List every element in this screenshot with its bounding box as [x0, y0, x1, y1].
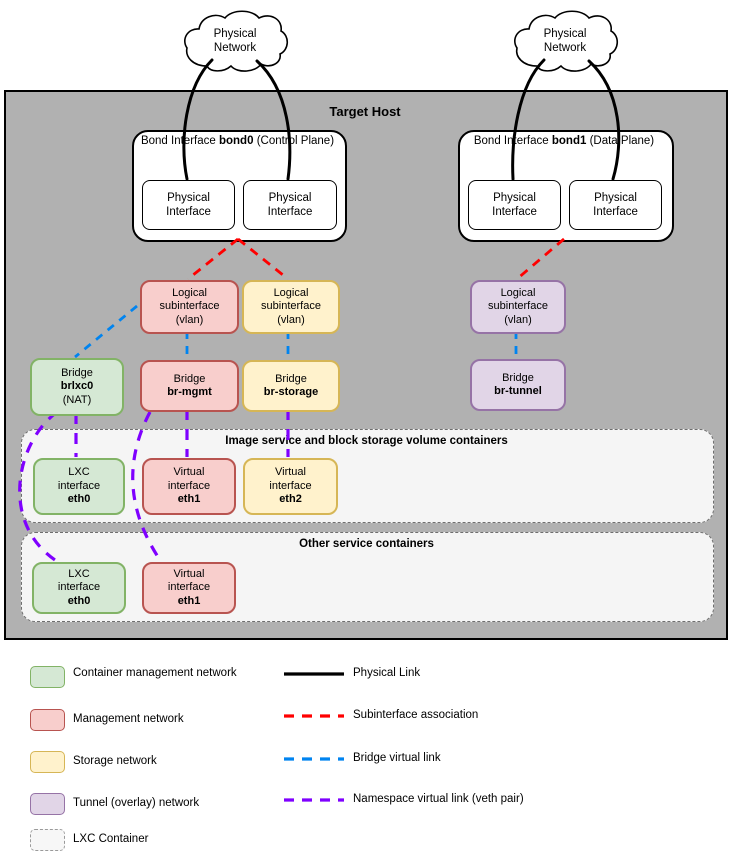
bond1-type: Bond Interface: [473, 135, 549, 147]
piface-text: Physical: [493, 191, 536, 204]
piface-text: Physical: [268, 191, 312, 204]
bond0-plane: (Control Plane): [256, 135, 335, 147]
cloud-label-right: Physical Network: [510, 27, 620, 56]
bond0-label: Bond Interface bond0 (Control Plane): [132, 134, 343, 149]
legend-label-mgmt: Management network: [73, 713, 184, 725]
subinterface-text: Logical: [500, 286, 536, 299]
bridge-br-storage: Bridge br-storage: [242, 360, 340, 412]
legend-subinterface-association-sample: [284, 714, 344, 718]
legend-swatch-lxc: [30, 829, 65, 851]
legend-swatch-mgmt: [30, 709, 65, 731]
container-other-services-title: Other service containers: [299, 538, 434, 550]
bridge-brlxc0: Bridge brlxc0 (NAT): [30, 358, 124, 416]
subinterface-storage: Logical subinterface (vlan): [242, 280, 340, 334]
legend-label-lxc: LXC Container: [73, 833, 149, 845]
image-container-eth0: LXC interface eth0: [33, 458, 125, 515]
iface-text: LXC: [68, 466, 90, 479]
bond1-plane: (Data Plane): [589, 135, 655, 147]
bridge-text: Bridge: [502, 371, 534, 384]
iface-name: eth1: [177, 594, 201, 607]
bond0-type: Bond Interface: [140, 135, 216, 147]
other-container-eth0: LXC interface eth0: [32, 562, 126, 614]
bridge-text: Bridge: [173, 372, 206, 385]
subinterface-text: subinterface: [159, 300, 220, 313]
legend-label-veth-link: Namespace virtual link (veth pair): [353, 793, 524, 805]
bridge-name: br-tunnel: [494, 385, 542, 397]
bridge-text: Bridge: [61, 366, 93, 379]
target-host-title: Target Host: [329, 104, 401, 119]
iface-name: eth0: [67, 493, 91, 506]
image-container-eth1: Virtual interface eth1: [142, 458, 236, 515]
iface-name: eth2: [279, 493, 302, 506]
legend-label-subinterface-association: Subinterface association: [353, 709, 479, 721]
subinterface-text: (vlan): [175, 313, 204, 326]
piface-text: Physical: [167, 191, 210, 204]
iface-text: Virtual: [173, 466, 205, 479]
cloud-text: Physical: [213, 28, 257, 40]
bridge-text: Bridge: [275, 372, 307, 385]
legend-label-container-mgmt: Container management network: [73, 667, 237, 679]
iface-text: interface: [57, 479, 101, 492]
bridge-name: brlxc0: [60, 380, 94, 393]
cloud-text: Network: [213, 42, 257, 55]
iface-text: Virtual: [173, 567, 205, 580]
piface-text: Interface: [593, 206, 638, 218]
cloud-label-left: Physical Network: [180, 27, 290, 56]
piface-text: Interface: [166, 206, 211, 218]
subinterface-mgmt: Logical subinterface (vlan): [140, 280, 239, 334]
bridge-name: br-mgmt: [167, 386, 212, 398]
iface-name: eth1: [177, 493, 201, 506]
iface-text: interface: [167, 479, 211, 492]
legend-label-physical-link: Physical Link: [353, 667, 421, 679]
subinterface-tunnel: Logical subinterface (vlan): [470, 280, 566, 334]
legend-physical-link-sample: [284, 672, 344, 676]
bridge-br-mgmt: Bridge br-mgmt: [140, 360, 239, 412]
iface-text: interface: [269, 479, 312, 492]
bridge-name: br-storage: [263, 386, 319, 398]
subinterface-text: Logical: [172, 286, 207, 299]
subinterface-text: (vlan): [277, 313, 305, 326]
piface-text: Interface: [492, 206, 537, 218]
bridge-extra: (NAT): [62, 393, 92, 406]
bond1-name: bond1: [551, 135, 587, 147]
iface-name: eth0: [67, 594, 91, 607]
legend-label-bridge-virtual-link: Bridge virtual link: [353, 752, 441, 764]
other-container-eth1: Virtual interface eth1: [142, 562, 236, 614]
legend-bridge-virtual-link-sample: [284, 757, 344, 761]
legend-swatch-storage: [30, 751, 65, 773]
iface-text: LXC: [68, 567, 90, 580]
iface-text: interface: [167, 581, 211, 594]
iface-text: interface: [57, 581, 101, 594]
iface-text: Virtual: [275, 466, 306, 479]
piface-text: Interface: [267, 206, 313, 218]
cloud-text: Physical: [543, 28, 587, 40]
cloud-text: Network: [543, 42, 587, 55]
container-image-block-storage-title: Image service and block storage volume c…: [225, 435, 508, 447]
legend-swatch-tunnel: [30, 793, 65, 815]
subinterface-text: Logical: [273, 286, 309, 299]
bond0-name: bond0: [218, 135, 254, 147]
subinterface-text: (vlan): [504, 313, 532, 326]
legend-label-storage: Storage network: [73, 755, 157, 767]
image-container-eth2: Virtual interface eth2: [243, 458, 338, 515]
legend-swatch-container-mgmt: [30, 666, 65, 688]
legend-label-tunnel: Tunnel (overlay) network: [73, 797, 200, 809]
legend-veth-link-sample: [284, 798, 344, 802]
bridge-br-tunnel: Bridge br-tunnel: [470, 359, 566, 411]
piface-text: Physical: [594, 191, 637, 204]
subinterface-text: subinterface: [261, 300, 321, 313]
bond1-label: Bond Interface bond1 (Data Plane): [458, 134, 670, 149]
subinterface-text: subinterface: [488, 300, 548, 313]
